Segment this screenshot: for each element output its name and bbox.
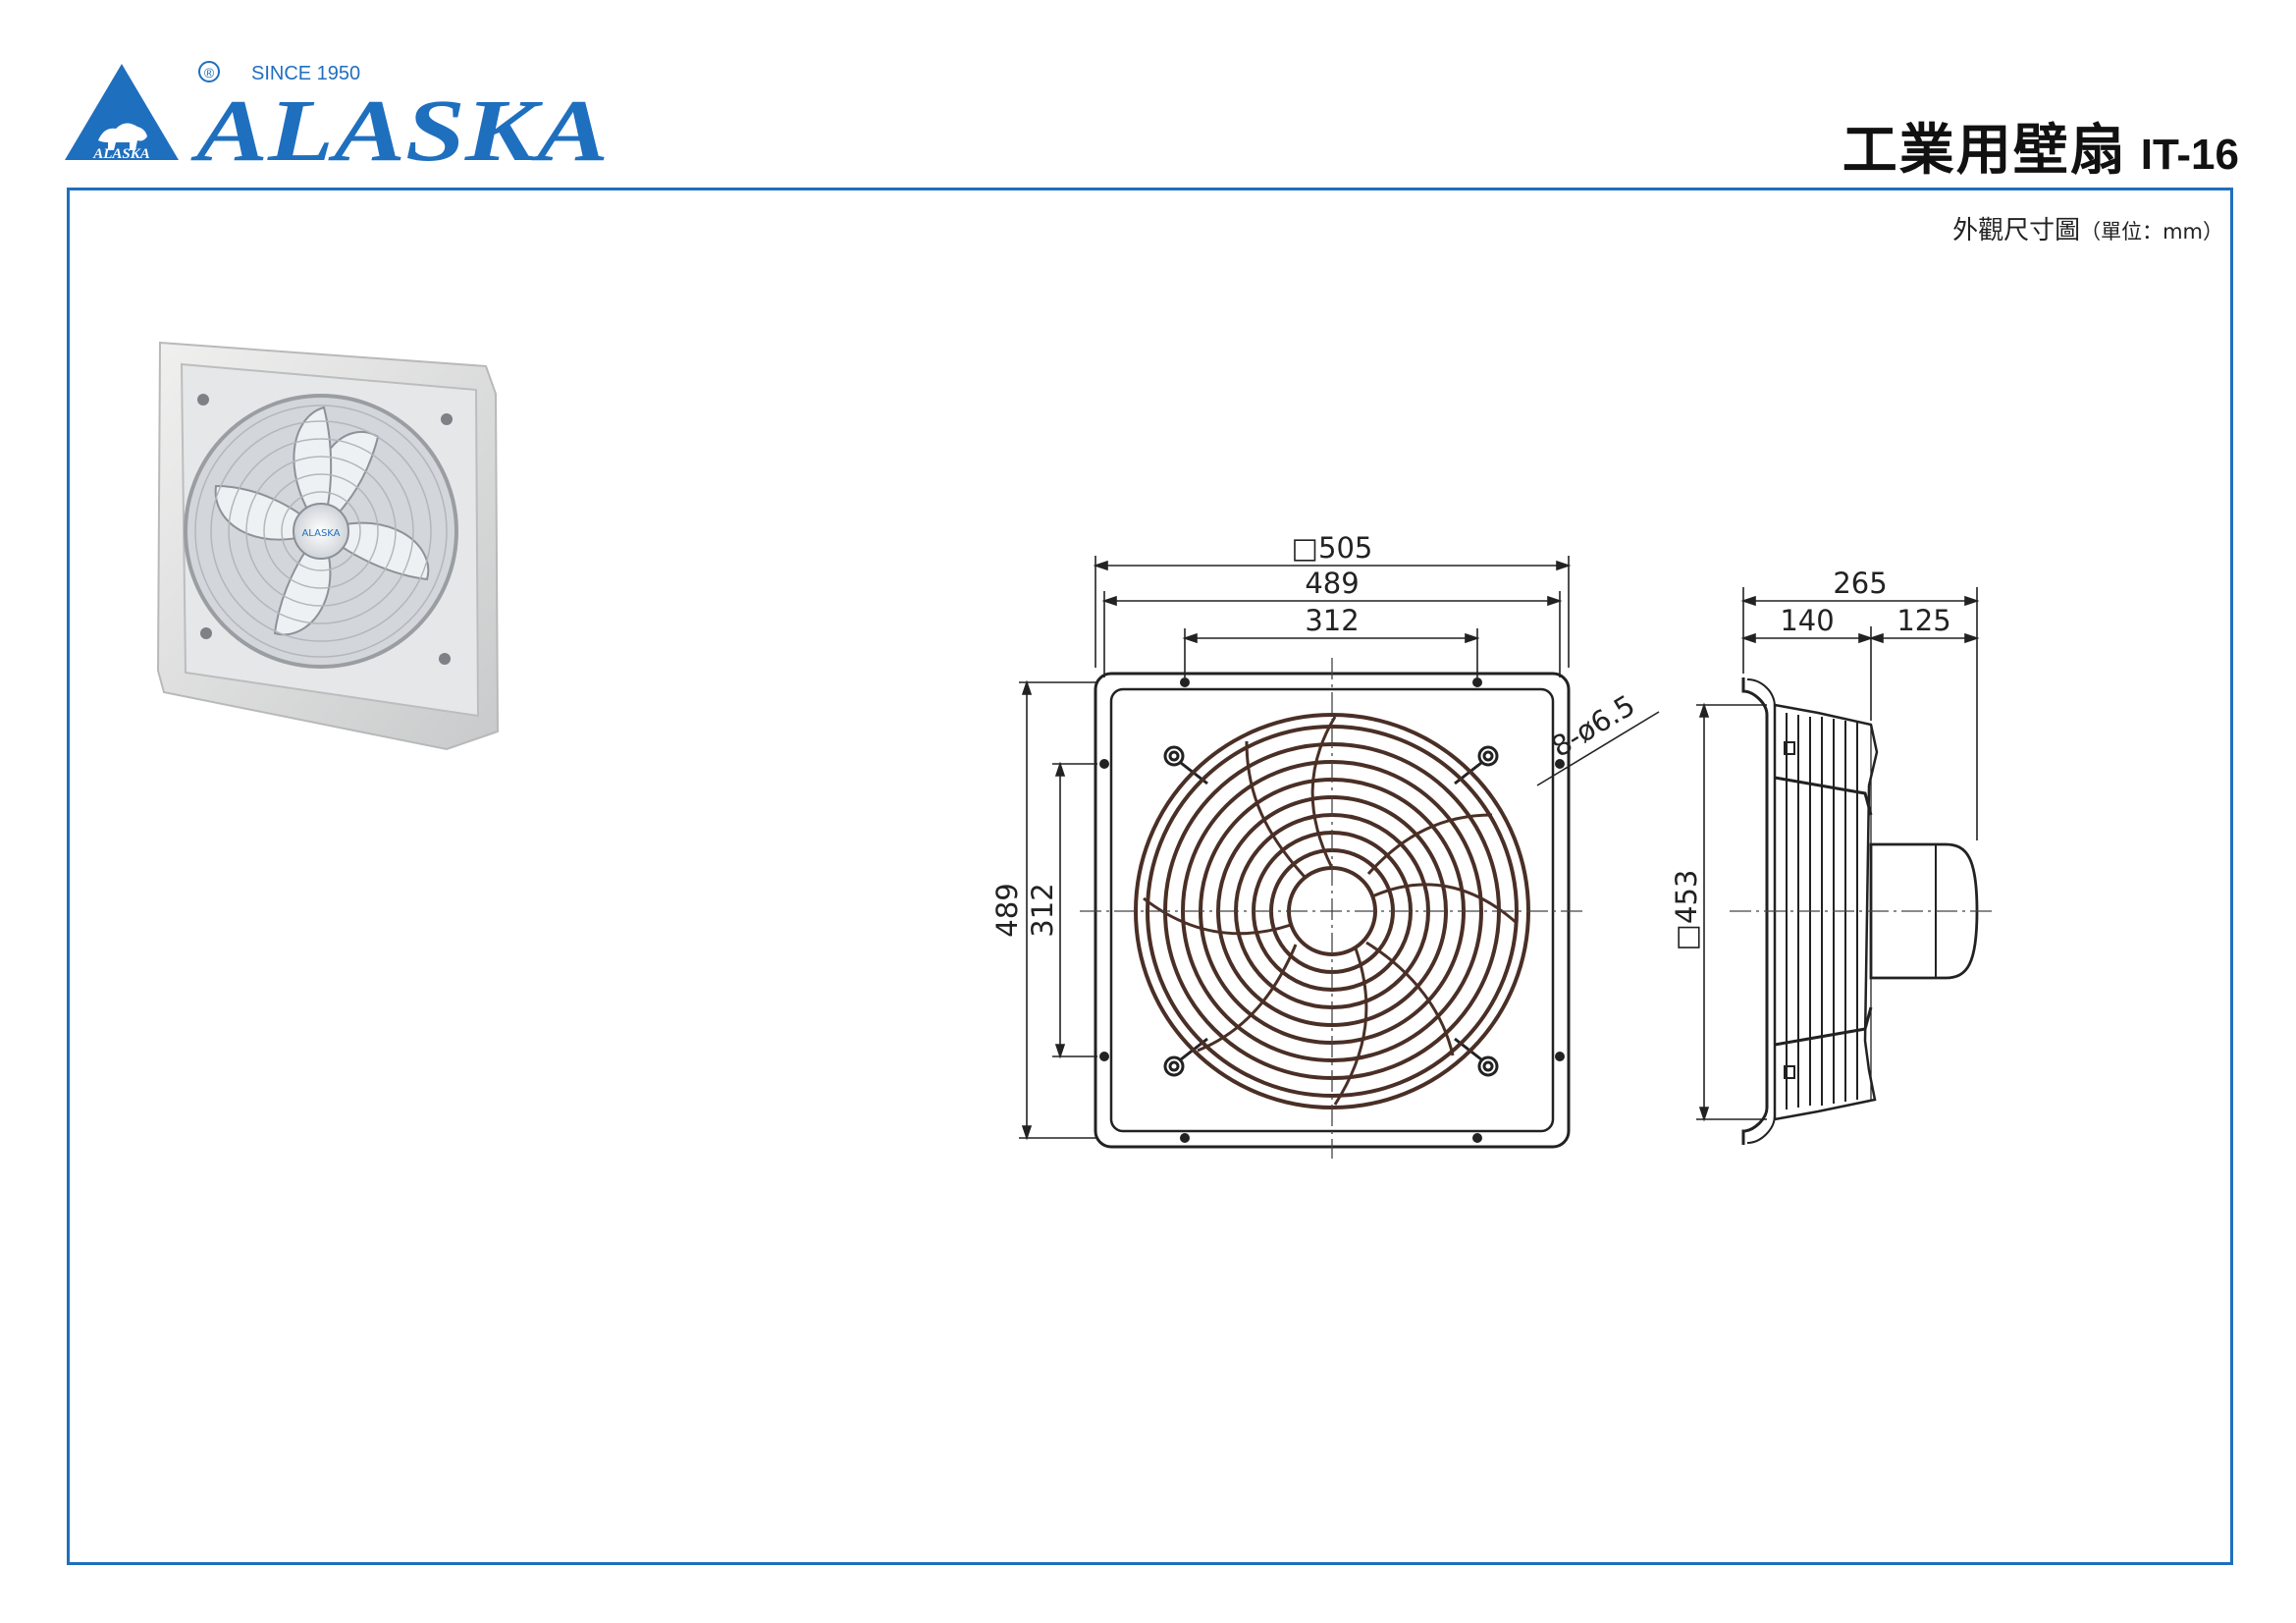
alaska-logo: ALASKA ® SINCE 1950 ALASKA: [65, 61, 609, 172]
hub-label: ALASKA: [301, 528, 340, 539]
fan-product-photo: ALASKA: [156, 341, 500, 751]
product-title: 工業用壁扇: [1842, 119, 2127, 183]
center-lines: [1080, 658, 1585, 1159]
dim-front-frame-width: 489: [1305, 567, 1359, 600]
unit-note: （單位：mm）: [2080, 220, 2223, 243]
dim-front-hole-span-vertical: 312: [1026, 883, 1059, 937]
dim-front-overall: □505: [1292, 531, 1373, 565]
content-frame: [67, 188, 2233, 1565]
model-number: IT-16: [2140, 131, 2239, 179]
caption-text: 外觀尺寸圖: [1952, 216, 2081, 245]
dim-front-frame-height: 489: [990, 883, 1024, 937]
side-view: 265 140 125 □453: [1670, 567, 1993, 1145]
drawing-caption: 外觀尺寸圖（單位：mm）: [1952, 210, 2223, 246]
front-view: □505 489 312 489 312 8-ø6.5: [990, 531, 1660, 1159]
fan-blades: [1143, 716, 1518, 1106]
emblem-text: ALASKA: [92, 146, 150, 162]
dim-front-hole-span: 312: [1305, 604, 1359, 637]
dim-side-motor-depth: 125: [1896, 604, 1950, 637]
dim-side-height: □453: [1670, 870, 1703, 951]
dim-side-front-depth: 140: [1780, 604, 1834, 637]
since-text: SINCE 1950: [251, 63, 360, 84]
dim-side-total-depth: 265: [1833, 567, 1887, 600]
page-title: 工業用壁扇 IT-16: [1842, 106, 2239, 183]
mountain-emblem-icon: [65, 64, 179, 160]
brand-wordmark: ALASKA: [190, 82, 609, 172]
mounting-holes: [1099, 677, 1565, 1143]
front-dim-lines: [1019, 556, 1660, 1141]
registered-mark: ®: [204, 65, 215, 81]
dimension-drawing: □505 489 312 489 312 8-ø6.5: [990, 531, 1993, 1159]
side-dim-lines: [1696, 587, 1980, 1122]
